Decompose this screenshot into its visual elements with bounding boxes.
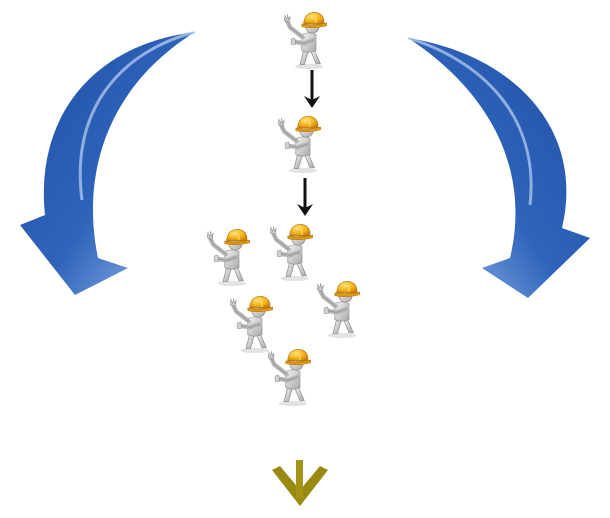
arrow-down-icon-2 (297, 178, 313, 216)
worker-figure-icon-top (284, 12, 327, 69)
worker-figure-icon (230, 296, 273, 353)
right-curved-arrow-icon (407, 36, 590, 298)
worker-figure-icon-middle (278, 116, 321, 173)
worker-group (207, 224, 360, 406)
left-curved-arrow-icon (20, 30, 196, 295)
arrow-down-icon-1 (304, 70, 320, 108)
worker-figure-icon (317, 281, 360, 338)
worker-figure-icon (268, 349, 311, 406)
bottom-arrow-down-icon (272, 460, 328, 506)
worker-figure-icon (207, 229, 250, 286)
worker-figure-icon (270, 224, 313, 281)
